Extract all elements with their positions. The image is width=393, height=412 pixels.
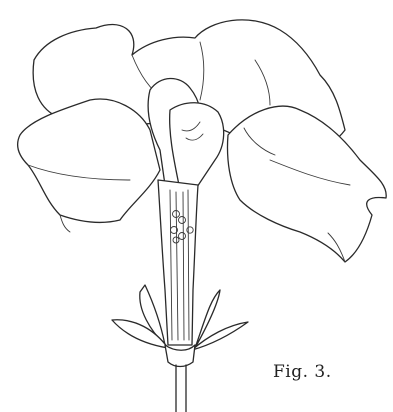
- right-petal: [228, 106, 387, 262]
- stem: [176, 365, 186, 412]
- corolla-tube: [158, 180, 198, 345]
- figure-caption: Fig. 3.: [273, 362, 332, 382]
- left-petal: [18, 99, 160, 232]
